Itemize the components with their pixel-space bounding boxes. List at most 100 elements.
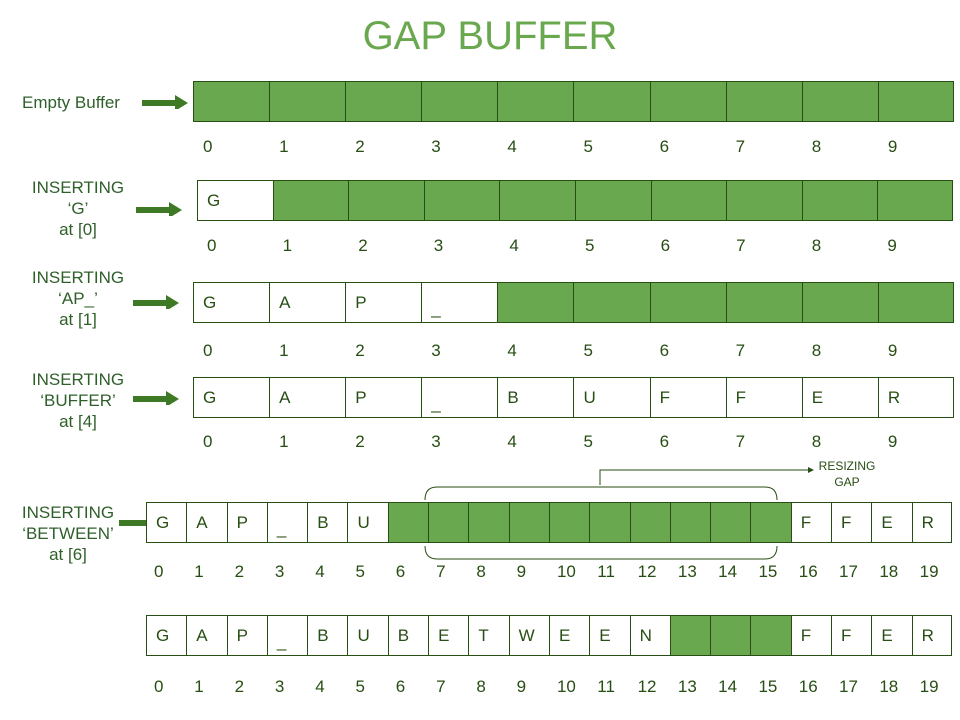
gap-cell: [589, 502, 630, 543]
gap-cell: [345, 81, 422, 122]
index-label: 8: [476, 677, 486, 696]
index-label: 2: [355, 432, 365, 451]
gap-cell: [573, 81, 650, 122]
buffer-cell: A: [186, 615, 227, 656]
gap-cell: [499, 180, 575, 221]
cell-char: F: [800, 513, 812, 532]
index-label: 10: [556, 562, 576, 581]
right-arrow-icon: [142, 95, 188, 109]
buffer-cell: B: [307, 615, 348, 656]
row-label-line: INSERTING: [31, 268, 125, 287]
gap-cell: [421, 81, 498, 122]
cell-char: B: [317, 513, 329, 532]
cell-char: N: [639, 626, 652, 645]
buffer-cell: N: [629, 615, 670, 656]
buffer-cell: G: [197, 180, 273, 221]
buffer-cell: P: [226, 615, 267, 656]
index-label: 5: [355, 677, 365, 696]
row-label-line: ‘BUFFER’: [40, 391, 116, 410]
gap-cell: [508, 502, 549, 543]
cell-char: G: [207, 191, 221, 210]
cell-char: E: [558, 626, 571, 645]
buffer-cell: A: [186, 502, 227, 543]
index-label: 4: [315, 677, 325, 696]
index-label: 3: [431, 137, 441, 156]
gap-cell: [801, 81, 878, 122]
index-label: 7: [436, 562, 446, 581]
index-label: 0: [154, 562, 164, 581]
row-label-line: at [1]: [59, 310, 97, 329]
cell-char: G: [203, 388, 217, 407]
buffer-cell: U: [573, 377, 650, 418]
index-label: 18: [879, 562, 899, 581]
cell-char: W: [518, 626, 535, 645]
index-label: 6: [659, 341, 670, 360]
index-label: 12: [637, 677, 657, 696]
index-label: 5: [583, 137, 593, 156]
index-label: 1: [279, 341, 289, 360]
buffer-cell: R: [911, 502, 952, 543]
index-label: 19: [919, 677, 939, 696]
buffer-cell: B: [387, 615, 429, 656]
buffer-cell: P: [226, 502, 267, 543]
gap-cell: [348, 180, 424, 221]
index-label: 10: [556, 677, 576, 696]
buffer-cell: R: [911, 615, 952, 656]
gap-cell: [387, 502, 429, 543]
buffer-cell: P: [345, 282, 422, 323]
gap-bracket-top: [424, 486, 778, 501]
cell-char: _: [431, 299, 441, 318]
index-label: 5: [584, 236, 595, 255]
gap-cell: [710, 502, 751, 543]
cell-char: F: [735, 388, 747, 407]
index-label: 16: [798, 562, 818, 581]
index-label: 3: [274, 562, 285, 581]
row-label: INSERTING‘BUFFER’at [4]: [22, 369, 134, 432]
index-label: 9: [887, 236, 897, 255]
row-label-line: at [0]: [59, 220, 97, 239]
gap-cell: [548, 502, 590, 543]
cell-char: F: [800, 626, 812, 645]
buffer-cell: E: [871, 615, 912, 656]
row-label-line: ‘AP_’: [58, 289, 98, 308]
row-label-line: ‘G’: [67, 199, 89, 218]
index-label: 3: [433, 236, 444, 255]
gap-cell: [669, 502, 711, 543]
buffer-cell: A: [269, 282, 346, 323]
gap-cell: [193, 81, 270, 122]
buffer-cell: U: [347, 615, 388, 656]
gap-cell: [423, 180, 500, 221]
index-label: 5: [583, 432, 593, 451]
gap-cell: [649, 81, 726, 122]
row-label: Empty Buffer: [22, 92, 120, 113]
index-label: 4: [509, 236, 519, 255]
cell-char: E: [811, 388, 824, 407]
gap-cell: [877, 180, 953, 221]
buffer-cell: G: [193, 377, 270, 418]
resize-arrowhead: [808, 467, 814, 473]
index-label: 9: [516, 562, 527, 581]
index-label: 1: [279, 432, 289, 451]
index-label: 5: [355, 562, 365, 581]
index-label: 9: [516, 677, 527, 696]
index-label: 1: [194, 677, 204, 696]
index-label: 19: [919, 562, 939, 581]
index-label: 6: [659, 137, 670, 156]
buffer-cell: F: [649, 377, 726, 418]
buffer-cell: F: [831, 615, 872, 656]
gap-cell: [710, 615, 751, 656]
buffer-cell: _: [421, 377, 498, 418]
index-label: 9: [887, 341, 898, 360]
gap-cell: [649, 282, 726, 323]
gap-cell: [801, 282, 878, 323]
index-label: 2: [234, 677, 245, 696]
row-label-line: Empty Buffer: [22, 93, 120, 112]
right-arrow-icon: [133, 391, 179, 405]
